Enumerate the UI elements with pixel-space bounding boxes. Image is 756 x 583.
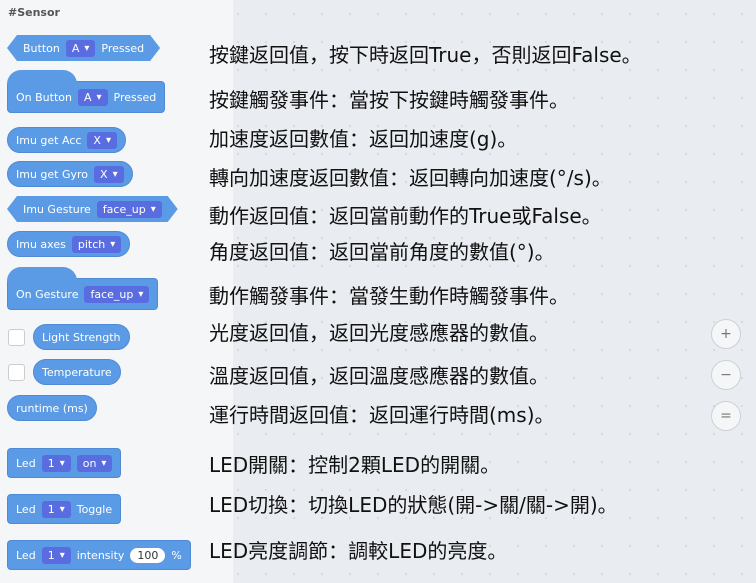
key-dropdown[interactable]: A (66, 40, 96, 57)
dropdown-value: face_up (90, 287, 134, 301)
note: 動作觸發事件：當發生動作時觸發事件。 (209, 284, 569, 308)
zoom-out-button[interactable]: − (711, 360, 741, 390)
block-label: % (171, 548, 182, 562)
note: 按鍵返回值，按下時返回True，否則返回False。 (209, 43, 642, 67)
dropdown-value: A (71, 41, 80, 55)
note: 光度返回值，返回光度感應器的數值。 (209, 321, 549, 345)
led-dropdown[interactable]: 1 (41, 546, 71, 564)
led-intensity-block[interactable]: Led 1 intensity 100% (7, 540, 191, 570)
state-dropdown[interactable]: on (76, 454, 113, 472)
zoom-in-icon: + (720, 326, 732, 342)
note: 按鍵觸發事件：當按下按鍵時觸發事件。 (209, 88, 569, 112)
light-strength-block[interactable]: Light Strength (33, 324, 130, 350)
gesture-dropdown[interactable]: face_up (84, 285, 150, 303)
dropdown-value: 1 (47, 502, 55, 516)
led-toggle-block[interactable]: Led 1 Toggle (7, 494, 122, 524)
led-on-block[interactable]: Led 1 on (7, 448, 122, 478)
led-dropdown[interactable]: 1 (41, 500, 71, 518)
dropdown-value: 1 (47, 456, 55, 470)
note: 動作返回值：返回當前動作的True或False。 (209, 204, 602, 228)
note: 轉向加速度返回數值：返回轉向加速度(°/s)。 (209, 166, 612, 190)
dropdown-value: face_up (102, 202, 146, 216)
block-label: Toggle (76, 502, 113, 516)
led-dropdown[interactable]: 1 (41, 454, 71, 472)
dropdown-value: X (100, 167, 108, 181)
zoom-in-button[interactable]: + (711, 319, 741, 349)
temperature-monitor-checkbox[interactable] (8, 364, 25, 381)
block-label: Temperature (42, 365, 112, 379)
note: 加速度返回數值：返回加速度(g)。 (209, 127, 518, 151)
block-label: Imu get Gyro (16, 167, 89, 181)
block-label: Led (16, 548, 36, 562)
imu-gyro-block[interactable]: Imu get Gyro X (7, 161, 133, 187)
imu-gesture-block[interactable]: Imu Gesture face_up (7, 196, 178, 222)
block-label: intensity (76, 548, 125, 562)
block-flyout: #Sensor ButtonAPressed On ButtonAPressed… (0, 0, 233, 583)
block-label: On Button (16, 90, 72, 104)
dropdown-value: 1 (47, 548, 55, 562)
on-button-block[interactable]: On Button A Pressed (7, 70, 166, 113)
block-label: Imu axes (16, 237, 66, 251)
reset-icon: = (720, 408, 732, 424)
note: LED亮度調節：調較LED的亮度。 (209, 539, 508, 563)
axes-dropdown[interactable]: pitch (71, 235, 122, 253)
gesture-dropdown[interactable]: face_up (97, 201, 162, 218)
zoom-out-icon: − (720, 367, 732, 383)
block-label: On Gesture (16, 287, 79, 301)
intensity-input[interactable]: 100 (130, 547, 166, 563)
light-monitor-checkbox[interactable] (8, 329, 25, 346)
imu-axes-block[interactable]: Imu axes pitch (7, 231, 131, 257)
on-gesture-block[interactable]: On Gesture face_up (6, 267, 159, 310)
note: LED開關：控制2顆LED的開關。 (209, 453, 501, 477)
block-label: Pressed (113, 90, 157, 104)
block-label: Led (16, 456, 36, 470)
zoom-reset-button[interactable]: = (711, 401, 741, 431)
block-label: Pressed (101, 41, 145, 55)
block-label: Imu get Acc (16, 133, 82, 147)
note: 角度返回值：返回當前角度的數值(°)。 (209, 240, 555, 264)
imu-acc-block[interactable]: Imu get Acc X (7, 127, 126, 153)
dropdown-value: A (83, 90, 92, 104)
dropdown-value: pitch (77, 237, 106, 251)
category-label: #Sensor (8, 6, 60, 19)
axis-dropdown[interactable]: X (87, 131, 117, 149)
note: 運行時間返回值：返回運行時間(ms)。 (209, 403, 555, 427)
key-dropdown[interactable]: A (77, 88, 108, 106)
block-label: Button (23, 41, 60, 55)
block-label: Light Strength (42, 330, 121, 344)
axis-dropdown[interactable]: X (94, 165, 124, 183)
block-label: Led (16, 502, 36, 516)
dropdown-value: X (93, 133, 101, 147)
runtime-block[interactable]: runtime (ms) (7, 395, 97, 421)
button-pressed-block[interactable]: Button A Pressed (7, 35, 160, 61)
note: LED切換：切換LED的狀態(開->關/關->開)。 (209, 493, 618, 517)
block-label: Imu Gesture (23, 202, 91, 216)
dropdown-value: on (82, 456, 97, 470)
note: 溫度返回值，返回溫度感應器的數值。 (209, 364, 549, 388)
temperature-block[interactable]: Temperature (33, 359, 121, 385)
block-label: runtime (ms) (16, 401, 88, 415)
